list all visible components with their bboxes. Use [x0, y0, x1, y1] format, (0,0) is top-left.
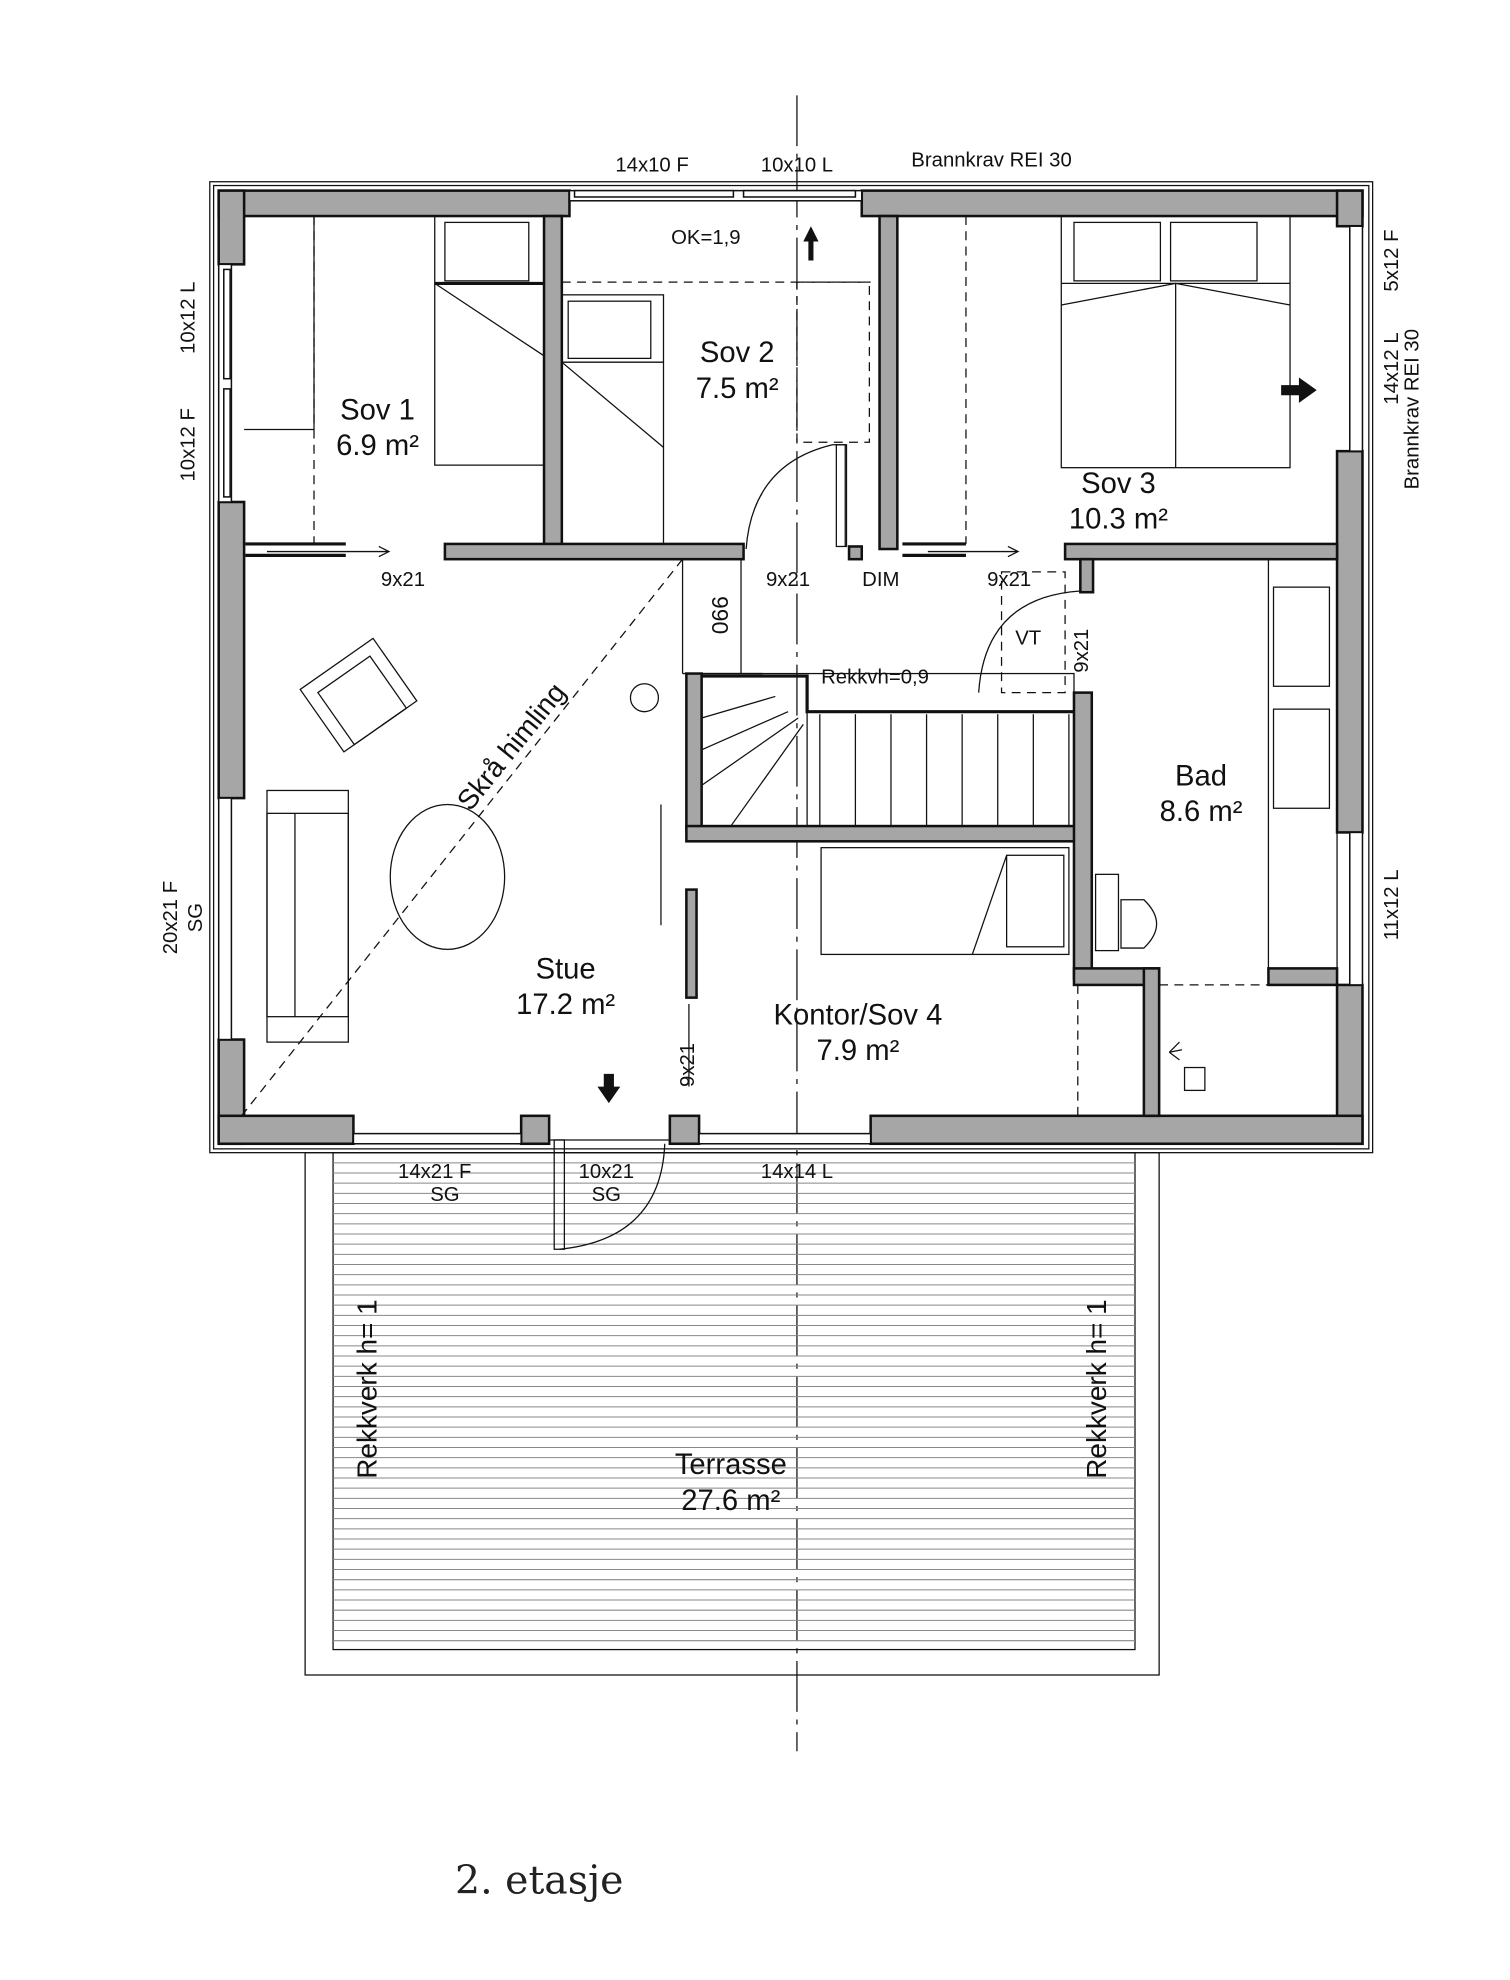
label-window: SG — [430, 1184, 459, 1206]
bathroom-fixtures — [1094, 558, 1338, 1092]
room-name-stue: Stue — [536, 954, 596, 986]
label-ok: OK=1,9 — [671, 227, 741, 249]
label-railing: Rekkverk h= 1 — [351, 1299, 382, 1478]
arrow-up-icon — [803, 226, 819, 261]
sofa — [266, 789, 349, 1043]
staircase — [700, 672, 1075, 827]
floor-title: 2. etasje — [455, 1858, 623, 1904]
label-dim: DIM — [862, 569, 899, 591]
label-window: 11x12 L — [1381, 869, 1403, 940]
room-area-terrasse: 27.6 m² — [681, 1485, 780, 1517]
toilet — [1120, 899, 1158, 949]
room-area-sov3: 10.3 m² — [1069, 504, 1168, 536]
room-area-sov1: 6.9 m² — [336, 430, 419, 462]
label-door: SG — [592, 1184, 621, 1206]
windows — [217, 189, 1364, 1145]
label-vt: VT — [1015, 627, 1041, 649]
bed — [561, 294, 665, 545]
room-name-sov2: Sov 2 — [700, 337, 775, 369]
label-door: 9x21 — [766, 569, 810, 591]
label-window: 14x21 F — [398, 1161, 471, 1183]
terrace-door — [549, 1139, 670, 1250]
room-name-sov3: Sov 3 — [1081, 468, 1156, 500]
label-window: 5x12 F — [1381, 229, 1403, 291]
lamp — [629, 683, 660, 713]
round-table — [389, 803, 506, 950]
room-labels: Sov 1 6.9 m² Sov 2 7.5 m² Sov 3 10.3 m² … — [336, 337, 1243, 1517]
terrace — [304, 1152, 1160, 1676]
room-area-sov2: 7.5 m² — [696, 373, 779, 405]
kontor-furniture — [820, 847, 1079, 1116]
sink — [1272, 708, 1331, 809]
label-window: 10x12 F — [178, 408, 200, 481]
stue-furniture — [266, 637, 690, 1104]
label-door: 9x21 — [1071, 629, 1093, 673]
outer-boundary — [209, 181, 1374, 1154]
room-area-stue: 17.2 m² — [516, 989, 615, 1021]
sink — [1272, 586, 1331, 687]
room-name-bad: Bad — [1175, 760, 1227, 792]
sov2-furniture — [561, 226, 871, 550]
armchair — [299, 637, 418, 753]
room-area-kontor: 7.9 m² — [817, 1035, 900, 1067]
label-door: 9x21 — [677, 1043, 699, 1087]
label-window: 20x21 F — [160, 881, 182, 954]
room-area-bad: 8.6 m² — [1160, 796, 1243, 828]
label-dimension: 990 — [707, 596, 733, 634]
label-door: 10x21 — [579, 1161, 634, 1183]
sov1-furniture — [244, 215, 545, 558]
arrow-down-icon — [597, 1073, 621, 1104]
label-fire-requirement: Brannkrav REI 30 — [911, 149, 1071, 171]
label-window: SG — [185, 903, 207, 932]
label-window: 10x12 L — [178, 282, 200, 354]
label-fire-requirement: Brannkrav REI 30 — [1401, 329, 1423, 489]
bed — [820, 847, 1070, 956]
terrace-decking — [333, 1162, 1135, 1642]
room-name-terrasse: Terrasse — [675, 1449, 787, 1481]
label-door: 9x21 — [987, 569, 1031, 591]
label-railing: Rekkverk h= 1 — [1081, 1299, 1112, 1478]
drain — [1183, 1066, 1206, 1092]
label-window: 14x14 L — [761, 1161, 833, 1183]
sov3-furniture — [902, 215, 1317, 558]
label-window: 14x12 L — [1381, 332, 1403, 404]
label-sloped-ceiling: Skrå himling — [451, 677, 572, 816]
label-window: 14x10 F — [615, 155, 688, 177]
room-name-kontor: Kontor/Sov 4 — [773, 999, 942, 1031]
bed — [434, 215, 545, 466]
shower-icon — [1168, 1041, 1183, 1061]
arrow-right-icon — [1281, 377, 1317, 403]
room-name-sov1: Sov 1 — [340, 394, 415, 426]
label-door: 9x21 — [381, 569, 425, 591]
label-railing-height: Rekkvh=0,9 — [821, 667, 929, 689]
label-window: 10x10 L — [761, 155, 833, 177]
slope-line — [241, 558, 684, 1117]
